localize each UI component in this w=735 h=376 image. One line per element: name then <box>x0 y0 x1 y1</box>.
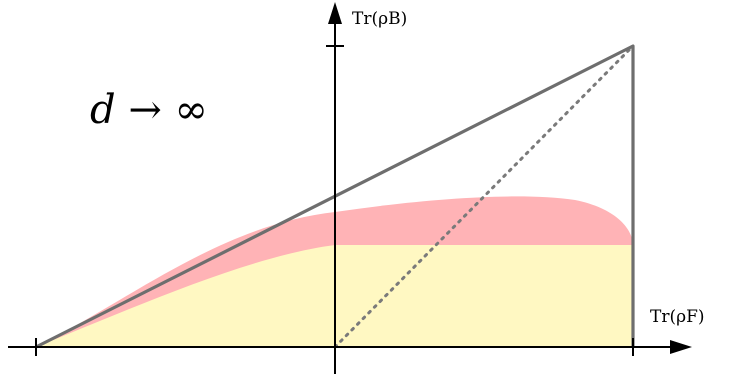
axis-x-label: Tr(ρF) <box>650 307 705 327</box>
y-axis-arrow <box>328 2 342 24</box>
limit-label: d → ∞ <box>90 87 208 133</box>
outline-boundary <box>35 44 635 349</box>
axis-y-label: Tr(ρB) <box>352 9 407 29</box>
diagonal-dotted-line <box>333 44 635 349</box>
x-axis-arrow <box>670 340 692 354</box>
